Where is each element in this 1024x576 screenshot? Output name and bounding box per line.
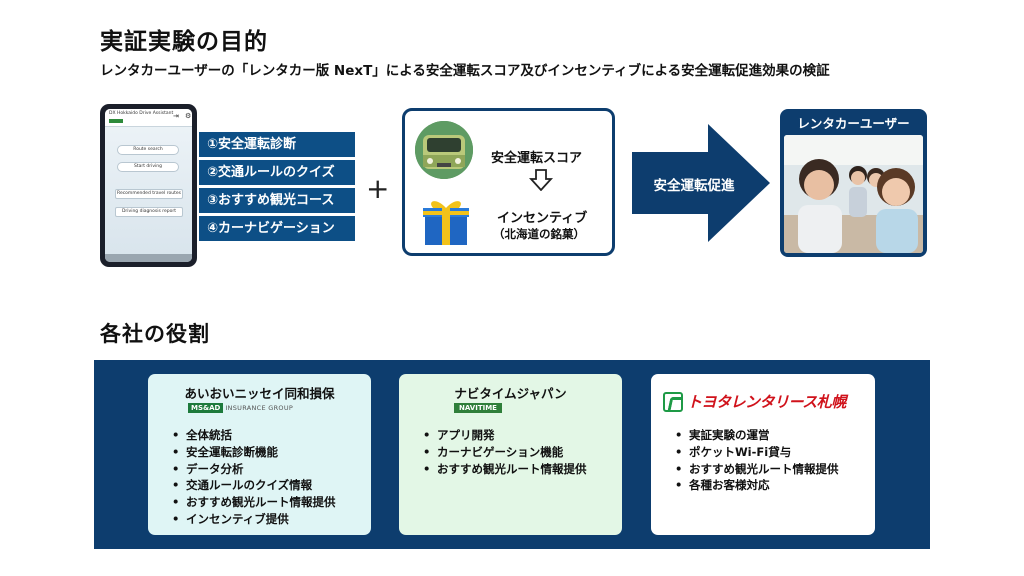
- gear-icon: ⚙: [185, 112, 192, 120]
- list-item: 実証実験の運営: [675, 427, 839, 444]
- plus-sign: +: [366, 172, 390, 205]
- list-item: おすすめ観光ルート情報提供: [172, 494, 336, 511]
- list-item: カーナビゲーション機能: [423, 444, 587, 461]
- list-item: おすすめ観光ルート情報提供: [423, 461, 587, 478]
- feature-item-sightseeing: ③おすすめ観光コース: [199, 188, 355, 213]
- company-card-toyota: トヨタレンタリース札幌 実証実験の運営 ポケットWi-Fi貸与 おすすめ観光ルー…: [651, 374, 875, 535]
- navitime-logo: NAVITIME: [454, 403, 502, 413]
- score-incentive-box: 安全運転スコア インセンティブ （北海道の銘菓）: [402, 108, 615, 256]
- user-box-title: レンタカーユーザー: [797, 116, 910, 131]
- msad-logo-mark: MS&AD: [188, 403, 224, 413]
- phone-bottom-bar: [105, 254, 192, 262]
- rental-car-user-box: レンタカーユーザー: [780, 109, 927, 257]
- down-arrow-icon: [529, 169, 553, 191]
- list-item: アプリ開発: [423, 427, 587, 444]
- promotion-arrow: [632, 124, 770, 242]
- feature-item-navigation: ④カーナビゲーション: [199, 216, 355, 241]
- company-card-navitime: ナビタイムジャパン NAVITIME アプリ開発 カーナビゲーション機能 おすす…: [399, 374, 622, 535]
- feature-item-safe-driving: ①安全運転診断: [199, 132, 355, 157]
- company-name: あいおいニッセイ同和損保: [184, 386, 335, 401]
- role-list: 全体統括 安全運転診断機能 データ分析 交通ルールのクイズ情報 おすすめ観光ルー…: [172, 427, 336, 528]
- route-search-button: Route search: [117, 145, 179, 155]
- gift-icon: [421, 195, 471, 247]
- recommended-routes-button: Recommended travel routes: [115, 189, 183, 199]
- toyota-rentalease-logo: トヨタレンタリース札幌: [663, 391, 846, 412]
- app-logo: [109, 119, 123, 123]
- msad-logo-text: INSURANCE GROUP: [225, 404, 294, 412]
- roles-band: あいおいニッセイ同和損保 MS&AD INSURANCE GROUP 全体統括 …: [94, 360, 930, 549]
- list-item: インセンティブ提供: [172, 511, 336, 528]
- page-title: 実証実験の目的: [100, 29, 268, 55]
- feature-list: ①安全運転診断 ②交通ルールのクイズ ③おすすめ観光コース ④カーナビゲーション: [199, 132, 355, 244]
- role-list: アプリ開発 カーナビゲーション機能 おすすめ観光ルート情報提供: [423, 427, 587, 477]
- start-driving-button: Start driving: [117, 162, 179, 172]
- list-item: 全体統括: [172, 427, 336, 444]
- list-item: 安全運転診断機能: [172, 444, 336, 461]
- phone-screen: DX Hokkaido Drive Assistant ⇥ ⚙ Route se…: [105, 109, 192, 262]
- smartphone-app-mockup: DX Hokkaido Drive Assistant ⇥ ⚙ Route se…: [100, 104, 197, 267]
- role-list: 実証実験の運営 ポケットWi-Fi貸与 おすすめ観光ルート情報提供 各種お客様対…: [675, 427, 839, 494]
- car-icon: [415, 121, 473, 179]
- msad-logo: MS&AD INSURANCE GROUP: [188, 403, 293, 413]
- app-header: DX Hokkaido Drive Assistant ⇥ ⚙: [105, 109, 192, 127]
- list-item: 各種お客様対応: [675, 477, 839, 494]
- company-name: ナビタイムジャパン: [454, 386, 567, 401]
- list-item: ポケットWi-Fi貸与: [675, 444, 839, 461]
- safety-score-label: 安全運転スコア: [491, 151, 583, 166]
- diagnosis-report-button: Driving diagnosis report: [115, 207, 183, 217]
- logout-icon: ⇥: [173, 112, 179, 120]
- promotion-label: 安全運転促進: [653, 178, 735, 194]
- users-photo: [784, 135, 923, 253]
- list-item: 交通ルールのクイズ情報: [172, 477, 336, 494]
- incentive-label: インセンティブ: [497, 211, 588, 226]
- roles-section-title: 各社の役割: [100, 322, 210, 346]
- app-name: DX Hokkaido Drive Assistant: [109, 111, 174, 116]
- incentive-detail: （北海道の銘菓）: [493, 227, 585, 241]
- page-subtitle: レンタカーユーザーの「レンタカー版 NexT」による安全運転スコア及びインセンテ…: [100, 63, 830, 79]
- list-item: おすすめ観光ルート情報提供: [675, 461, 839, 478]
- toyota-logo-mark-icon: [663, 391, 683, 412]
- feature-item-quiz: ②交通ルールのクイズ: [199, 160, 355, 185]
- company-card-aioi: あいおいニッセイ同和損保 MS&AD INSURANCE GROUP 全体統括 …: [148, 374, 371, 535]
- company-name: トヨタレンタリース札幌: [687, 393, 846, 411]
- list-item: データ分析: [172, 461, 336, 478]
